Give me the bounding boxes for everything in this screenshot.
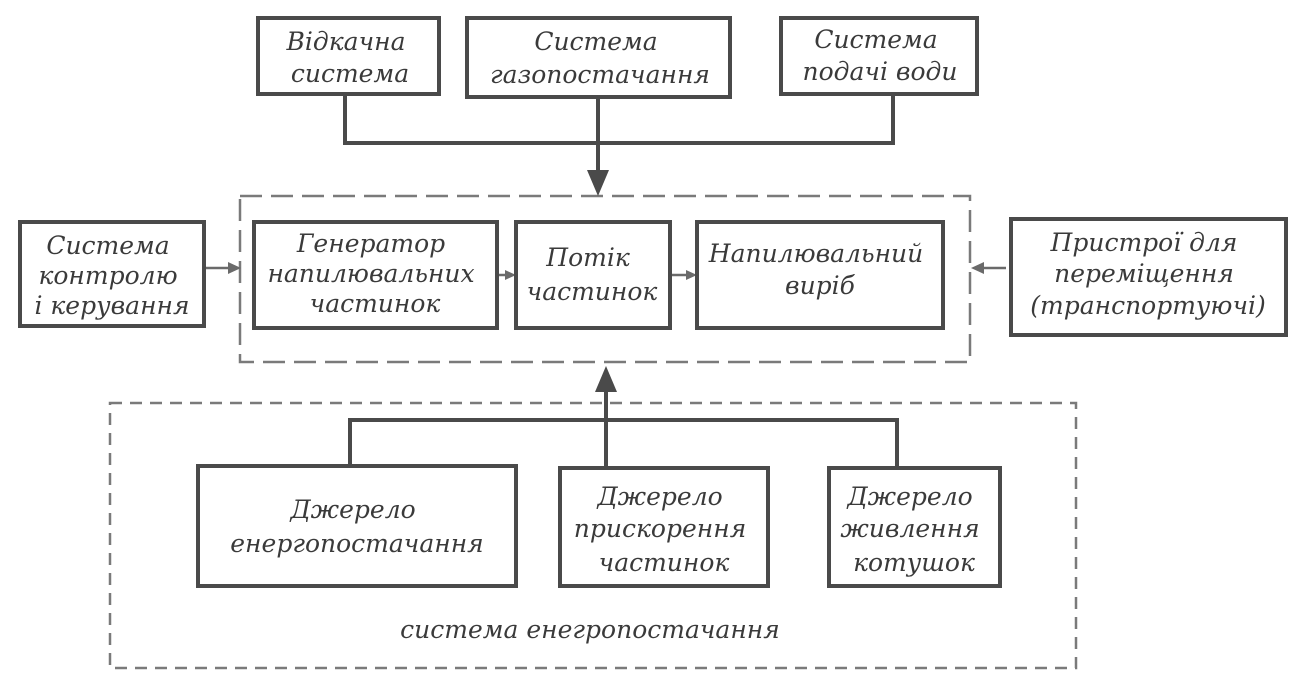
pumping-system-block: Відкачна система bbox=[256, 16, 441, 96]
block-line: контролю bbox=[38, 261, 177, 290]
svg-text:Джерело живлення к: Джерело живлення котушок bbox=[840, 482, 987, 577]
energy-system-caption: система енегропостачання bbox=[400, 615, 780, 644]
block-line: Система bbox=[46, 231, 169, 260]
block-line: Джерело bbox=[596, 482, 722, 511]
svg-text:Джерело прискорення: Джерело прискорення частинок bbox=[574, 482, 754, 577]
sprayed-product-block: Напилювальний виріб bbox=[695, 220, 945, 330]
block-line: газопостачання bbox=[490, 60, 710, 89]
block-line: енергопостачання bbox=[230, 529, 483, 558]
svg-text:Напилювальний виріб: Напилювальний виріб bbox=[708, 239, 931, 300]
block-line: частинок bbox=[599, 548, 730, 577]
top-supply-connector bbox=[343, 94, 895, 196]
main-process-dashed-frame bbox=[238, 194, 972, 364]
control-to-process-arrow bbox=[204, 262, 241, 274]
block-line: система bbox=[291, 59, 409, 88]
block-line: Джерело bbox=[846, 482, 972, 511]
transport-to-process-arrow bbox=[971, 262, 1006, 274]
svg-text:Генератор напилювальних: Генератор напилювальних частинок bbox=[267, 229, 482, 318]
block-line: живлення bbox=[840, 514, 979, 543]
control-system-block: Система контролю і керування bbox=[18, 220, 206, 328]
energy-supply-connector bbox=[348, 366, 899, 468]
generator-to-flow-arrow bbox=[497, 270, 516, 280]
water-supply-system-block: Система подачі води bbox=[779, 16, 979, 96]
block-line: частинок bbox=[310, 289, 441, 318]
block-line: (транспортуючі) bbox=[1030, 291, 1266, 320]
block-line: переміщення bbox=[1054, 259, 1234, 288]
coil-power-source-block: Джерело живлення котушок bbox=[827, 466, 1002, 588]
block-line: Напилювальний bbox=[708, 239, 924, 268]
particle-generator-block: Генератор напилювальних частинок bbox=[252, 220, 499, 330]
svg-text:Потік частинок: Потік частинок bbox=[527, 243, 658, 306]
block-line: Генератор bbox=[296, 229, 445, 258]
block-line: прискорення bbox=[574, 514, 746, 543]
block-line: Джерело bbox=[289, 495, 415, 524]
block-line: напилювальних bbox=[267, 259, 474, 288]
svg-text:Пристрої для переміщення: Пристрої для переміщення (транспортуючі) bbox=[1030, 228, 1266, 320]
block-line: частинок bbox=[527, 277, 658, 306]
flow-to-product-arrow bbox=[670, 270, 697, 280]
particle-flow-block: Потік частинок bbox=[514, 220, 672, 330]
block-line: виріб bbox=[785, 271, 856, 300]
transport-devices-block: Пристрої для переміщення (транспортуючі) bbox=[1009, 217, 1288, 337]
block-line: Система bbox=[534, 27, 657, 56]
block-line: Пристрої для bbox=[1050, 228, 1238, 257]
block-line: Потік bbox=[545, 243, 630, 272]
svg-text:Система контролю і: Система контролю і керування bbox=[34, 231, 189, 320]
svg-text:Система газопостачання: Система газопостачання bbox=[490, 27, 710, 89]
svg-text:Відкачна система: Відкачна система bbox=[286, 27, 414, 88]
block-line: котушок bbox=[853, 548, 975, 577]
block-line: Відкачна bbox=[286, 27, 406, 56]
block-line: і керування bbox=[34, 291, 189, 320]
block-line: подачі води bbox=[803, 57, 958, 86]
energy-source-block: Джерело енергопостачання bbox=[196, 464, 518, 588]
energy-supply-dashed-frame bbox=[108, 401, 1078, 670]
svg-text:Система подачі води: Система подачі води bbox=[803, 25, 958, 86]
acceleration-source-block: Джерело прискорення частинок bbox=[558, 466, 770, 588]
gas-supply-system-block: Система газопостачання bbox=[465, 16, 732, 99]
svg-text:Джерело енергопостачання: Джерело енергопостачання bbox=[230, 495, 483, 558]
block-line: Система bbox=[814, 25, 937, 54]
